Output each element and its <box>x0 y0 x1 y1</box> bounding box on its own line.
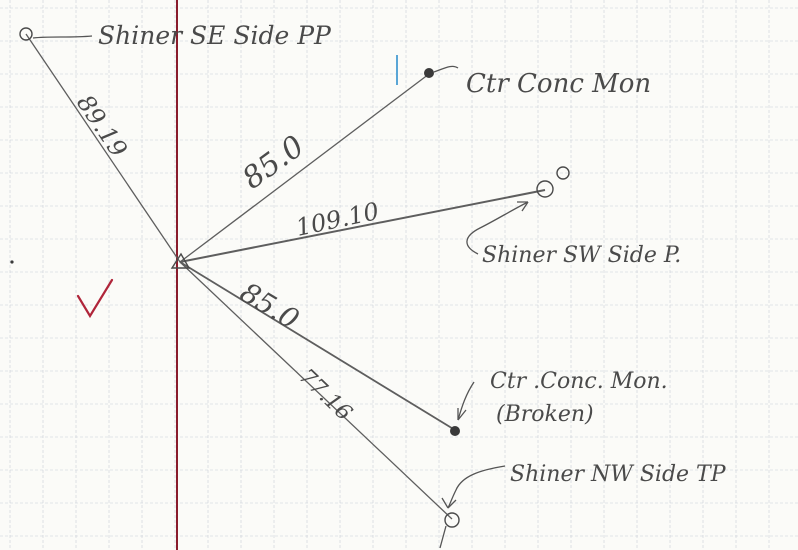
line-to-nw-tp <box>179 261 453 520</box>
label-shiner-nw-side-tp: Shiner NW Side TP <box>510 462 727 487</box>
distance-to-nw-tp: 77.16 <box>294 364 357 426</box>
label-ctr-conc-mon: Ctr Conc Mon <box>466 69 651 99</box>
label-shiner-se-side-pp: Shiner SE Side PP <box>98 21 332 50</box>
line-to-ctr-mon-broken <box>179 261 456 431</box>
distance-to-ctr-mon: 85.0 <box>236 129 311 197</box>
check-mark-icon <box>76 278 114 319</box>
sw-pp-leader-arrow <box>466 201 529 255</box>
distance-to-ctr-mon-broken: 85.0 <box>234 276 304 336</box>
instrument-point-triangle <box>170 252 191 269</box>
se-pp-leader <box>32 35 93 39</box>
label-ctr-conc-mon-broken-line1: Ctr .Conc. Mon. <box>490 369 668 394</box>
label-shiner-sw-side-pp: Shiner SW Side P. <box>482 243 681 268</box>
sw-pp-marker <box>536 180 554 198</box>
ctr-mon-dot <box>424 68 434 78</box>
line-to-sw-pp <box>179 189 546 263</box>
pencil-dot <box>10 260 14 264</box>
sw-pp-hub-circle <box>556 166 570 180</box>
line-to-se-pp <box>25 33 181 263</box>
distance-to-sw-pp: 109.10 <box>293 197 381 242</box>
ctr-mon-broken-leader <box>457 381 475 421</box>
distance-to-se-pp: 89.19 <box>71 90 133 163</box>
ctr-mon-leader <box>433 65 459 73</box>
ctr-mon-broken-dot <box>450 426 460 436</box>
label-ctr-conc-mon-broken-line2: (Broken) <box>496 402 594 427</box>
se-pp-marker <box>19 27 33 41</box>
nw-tp-marker <box>444 512 460 528</box>
nw-tp-arrowhead <box>441 497 457 509</box>
nw-tp-leader-arrow <box>447 465 506 509</box>
ctr-mon-broken-arrowhead <box>457 408 467 421</box>
nw-tp-tail <box>439 525 447 549</box>
sw-pp-arrowhead <box>517 201 529 212</box>
line-to-ctr-mon <box>179 73 430 263</box>
